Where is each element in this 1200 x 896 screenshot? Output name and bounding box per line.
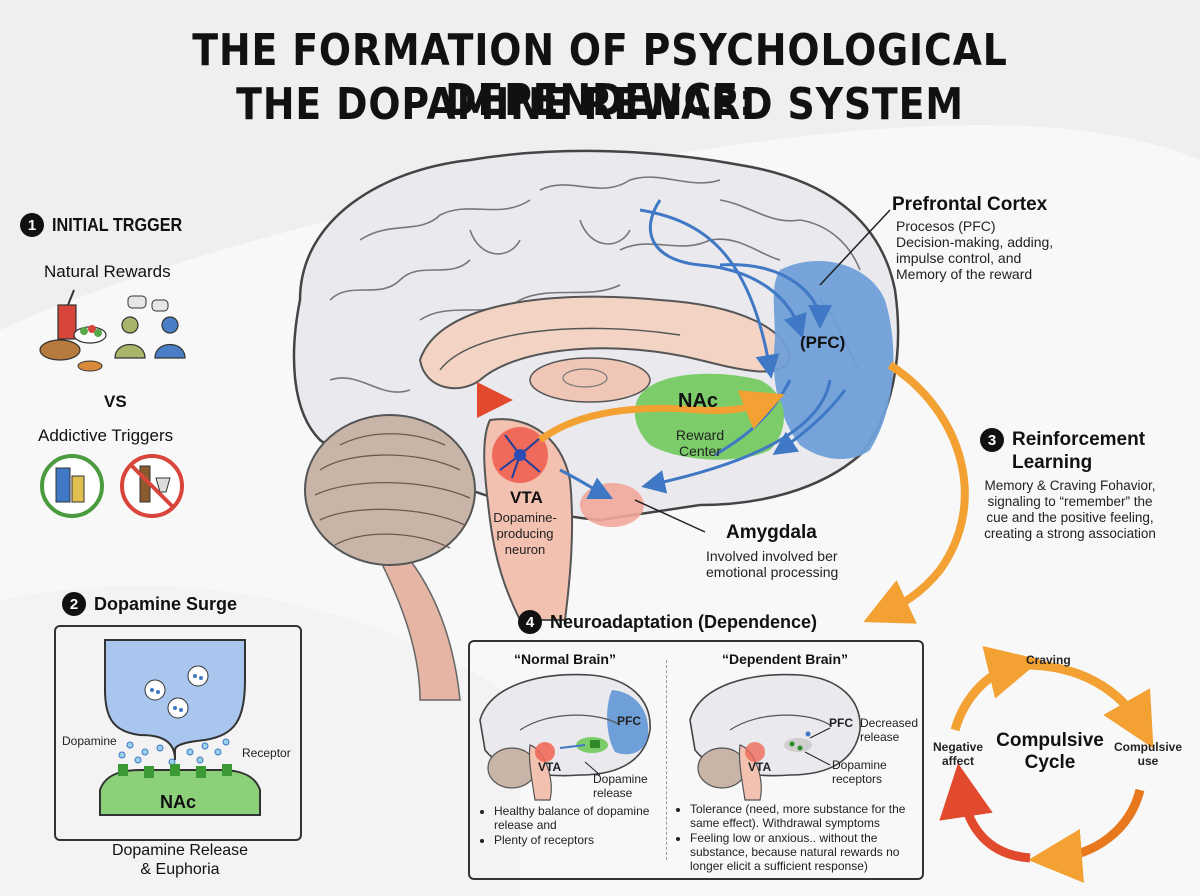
- compulsive-use-line-1: Compulsive: [1113, 740, 1182, 754]
- amygdala-desc-line-2: emotional processing: [706, 564, 839, 580]
- step1-heading: 1 INITIAL TRGGER: [20, 213, 197, 237]
- cerebellum: [304, 414, 476, 566]
- dopamine-label: Dopamine: [62, 734, 117, 748]
- normal-bullet-1: Healthy balance of dopamine release and: [494, 804, 660, 832]
- dependent-receptors-line-2: receptors: [832, 772, 883, 786]
- dependent-bullets: Tolerance (need, more substance for the …: [676, 802, 916, 874]
- compulsive-use-line-2: use: [1137, 754, 1159, 768]
- step3-line-4: creating a strong association: [984, 526, 1156, 541]
- step3-number: 3: [980, 428, 1004, 452]
- step4-title: Neuroadaptation (Dependence): [550, 611, 818, 632]
- synapse-illustration: [99, 639, 261, 816]
- vs-label: VS: [104, 392, 127, 411]
- step2-caption-line-1: Dopamine Release: [111, 842, 249, 859]
- normal-brain-title: “Normal Brain”: [514, 651, 616, 667]
- natural-rewards-icons: [39, 289, 186, 372]
- cycle-negative-affect-label: Negative affect: [926, 740, 990, 768]
- vta-desc-line-3: neuron: [504, 542, 546, 557]
- pfc-region: [773, 261, 894, 460]
- step3-description: Memory & Craving Fohavior, signaling to …: [972, 478, 1168, 542]
- natural-rewards-label: Natural Rewards: [44, 262, 171, 281]
- addictive-trigger-icons: [40, 454, 184, 518]
- decreased-line-1: Decreased: [860, 716, 919, 730]
- reward-center-line-2: Center: [678, 443, 722, 459]
- vta-desc-line-1: Dopamine-: [493, 510, 557, 525]
- cycle-title-line-1: Compulsive: [996, 730, 1104, 751]
- cycle-title-line-2: Cycle: [1024, 752, 1076, 773]
- step4-panel: [468, 640, 924, 880]
- step2-heading: 2 Dopamine Surge: [62, 592, 237, 616]
- compulsive-cycle-arrows: [939, 646, 1154, 883]
- dependent-bullet-2: Feeling low or anxious.. without the sub…: [690, 831, 916, 873]
- pfc-callout-line-2: Decision-making, adding,: [896, 234, 1054, 250]
- step4-number: 4: [518, 610, 542, 634]
- vta-label: VTA: [510, 488, 543, 507]
- amygdala-region: [580, 483, 644, 527]
- normal-release-line-2: release: [593, 786, 633, 800]
- nac-label: NAc: [678, 390, 719, 412]
- dependent-brain-illustration: [689, 673, 861, 801]
- step3-line-3: cue and the positive feeling,: [986, 510, 1154, 525]
- decreased-release-label: Decreased release: [860, 716, 918, 744]
- normal-brain-illustration: [479, 673, 651, 801]
- normal-pfc-label: PFC: [617, 714, 641, 728]
- negative-affect-line-2: affect: [941, 754, 974, 768]
- step2-caption-line-2: & Euphoria: [140, 861, 220, 878]
- pfc-callout-line-4: Memory of the reward: [896, 266, 1033, 282]
- receptor-label: Receptor: [242, 746, 291, 760]
- cycle-compulsive-use-label: Compulsive use: [1110, 740, 1186, 768]
- step3-line-1: Memory & Craving Fohavior,: [984, 478, 1156, 493]
- dependent-vta-label: VTA: [748, 760, 772, 774]
- amygdala-desc-line-1: Involved involved ber: [706, 548, 838, 564]
- addictive-triggers-label: Addictive Triggers: [38, 426, 174, 445]
- step3-line-2: signaling to “remember” the: [987, 494, 1153, 509]
- step1-title: INITIAL TRGGER: [52, 214, 183, 235]
- cycle-title: Compulsive Cycle: [990, 730, 1110, 774]
- synapse-nac-label: NAc: [160, 792, 197, 812]
- normal-bullets: Healthy balance of dopamine release and …: [480, 804, 660, 848]
- pfc-label: (PFC): [800, 333, 846, 352]
- negative-affect-line-1: Negative: [932, 740, 984, 754]
- step1-number: 1: [20, 213, 44, 237]
- dependent-brain-title: “Dependent Brain”: [721, 651, 848, 667]
- pfc-callout-line-1: Procesos (PFC): [896, 218, 996, 234]
- step3-heading: 3 Reinforcement: [980, 428, 1145, 452]
- decreased-line-2: release: [860, 730, 900, 744]
- step2-title: Dopamine Surge: [94, 593, 238, 614]
- normal-release-line-1: Dopamine: [593, 772, 648, 786]
- page-title-line-1: THE FORMATION OF PSYCHOLOGICAL DEPENDENC…: [192, 25, 1008, 126]
- step2-caption: Dopamine Release & Euphoria: [80, 841, 280, 879]
- amygdala-title: Amygdala: [726, 522, 817, 543]
- vta-description: Dopamine- producing neuron: [480, 510, 570, 558]
- step4-divider: [666, 660, 667, 860]
- pfc-callout-line-3: impulse control, and: [896, 250, 1022, 266]
- amygdala-description: Involved involved ber emotional processi…: [706, 548, 838, 580]
- step2-panel: [54, 625, 302, 841]
- step2-number: 2: [62, 592, 86, 616]
- normal-bullet-2: Plenty of receptors: [494, 833, 660, 847]
- step3-title-line-1: Reinforcement: [1012, 429, 1146, 450]
- dependent-receptors-label: Dopamine receptors: [832, 758, 887, 786]
- step4-heading: 4 Neuroadaptation (Dependence): [518, 610, 817, 634]
- cycle-craving-label: Craving: [1026, 653, 1071, 667]
- pfc-callout-title: Prefrontal Cortex: [892, 194, 1048, 215]
- dependent-receptors-line-1: Dopamine: [832, 758, 887, 772]
- dependent-pfc-label: PFC: [829, 716, 853, 730]
- vta-desc-line-2: producing: [496, 526, 554, 541]
- step3-title-line-2: Learning: [1012, 452, 1093, 473]
- pfc-callout-text: Procesos (PFC) Decision-making, adding, …: [896, 218, 1053, 282]
- normal-release-label: Dopamine release: [593, 772, 648, 800]
- reward-center-line-1: Reward: [675, 427, 725, 443]
- dependent-bullet-1: Tolerance (need, more substance for the …: [690, 802, 916, 830]
- reward-center-label: Reward Center: [660, 427, 740, 459]
- normal-vta-label: VTA: [538, 760, 562, 774]
- page-title-line-2: THE DOPAMINE REWARD SYSTEM: [236, 79, 964, 130]
